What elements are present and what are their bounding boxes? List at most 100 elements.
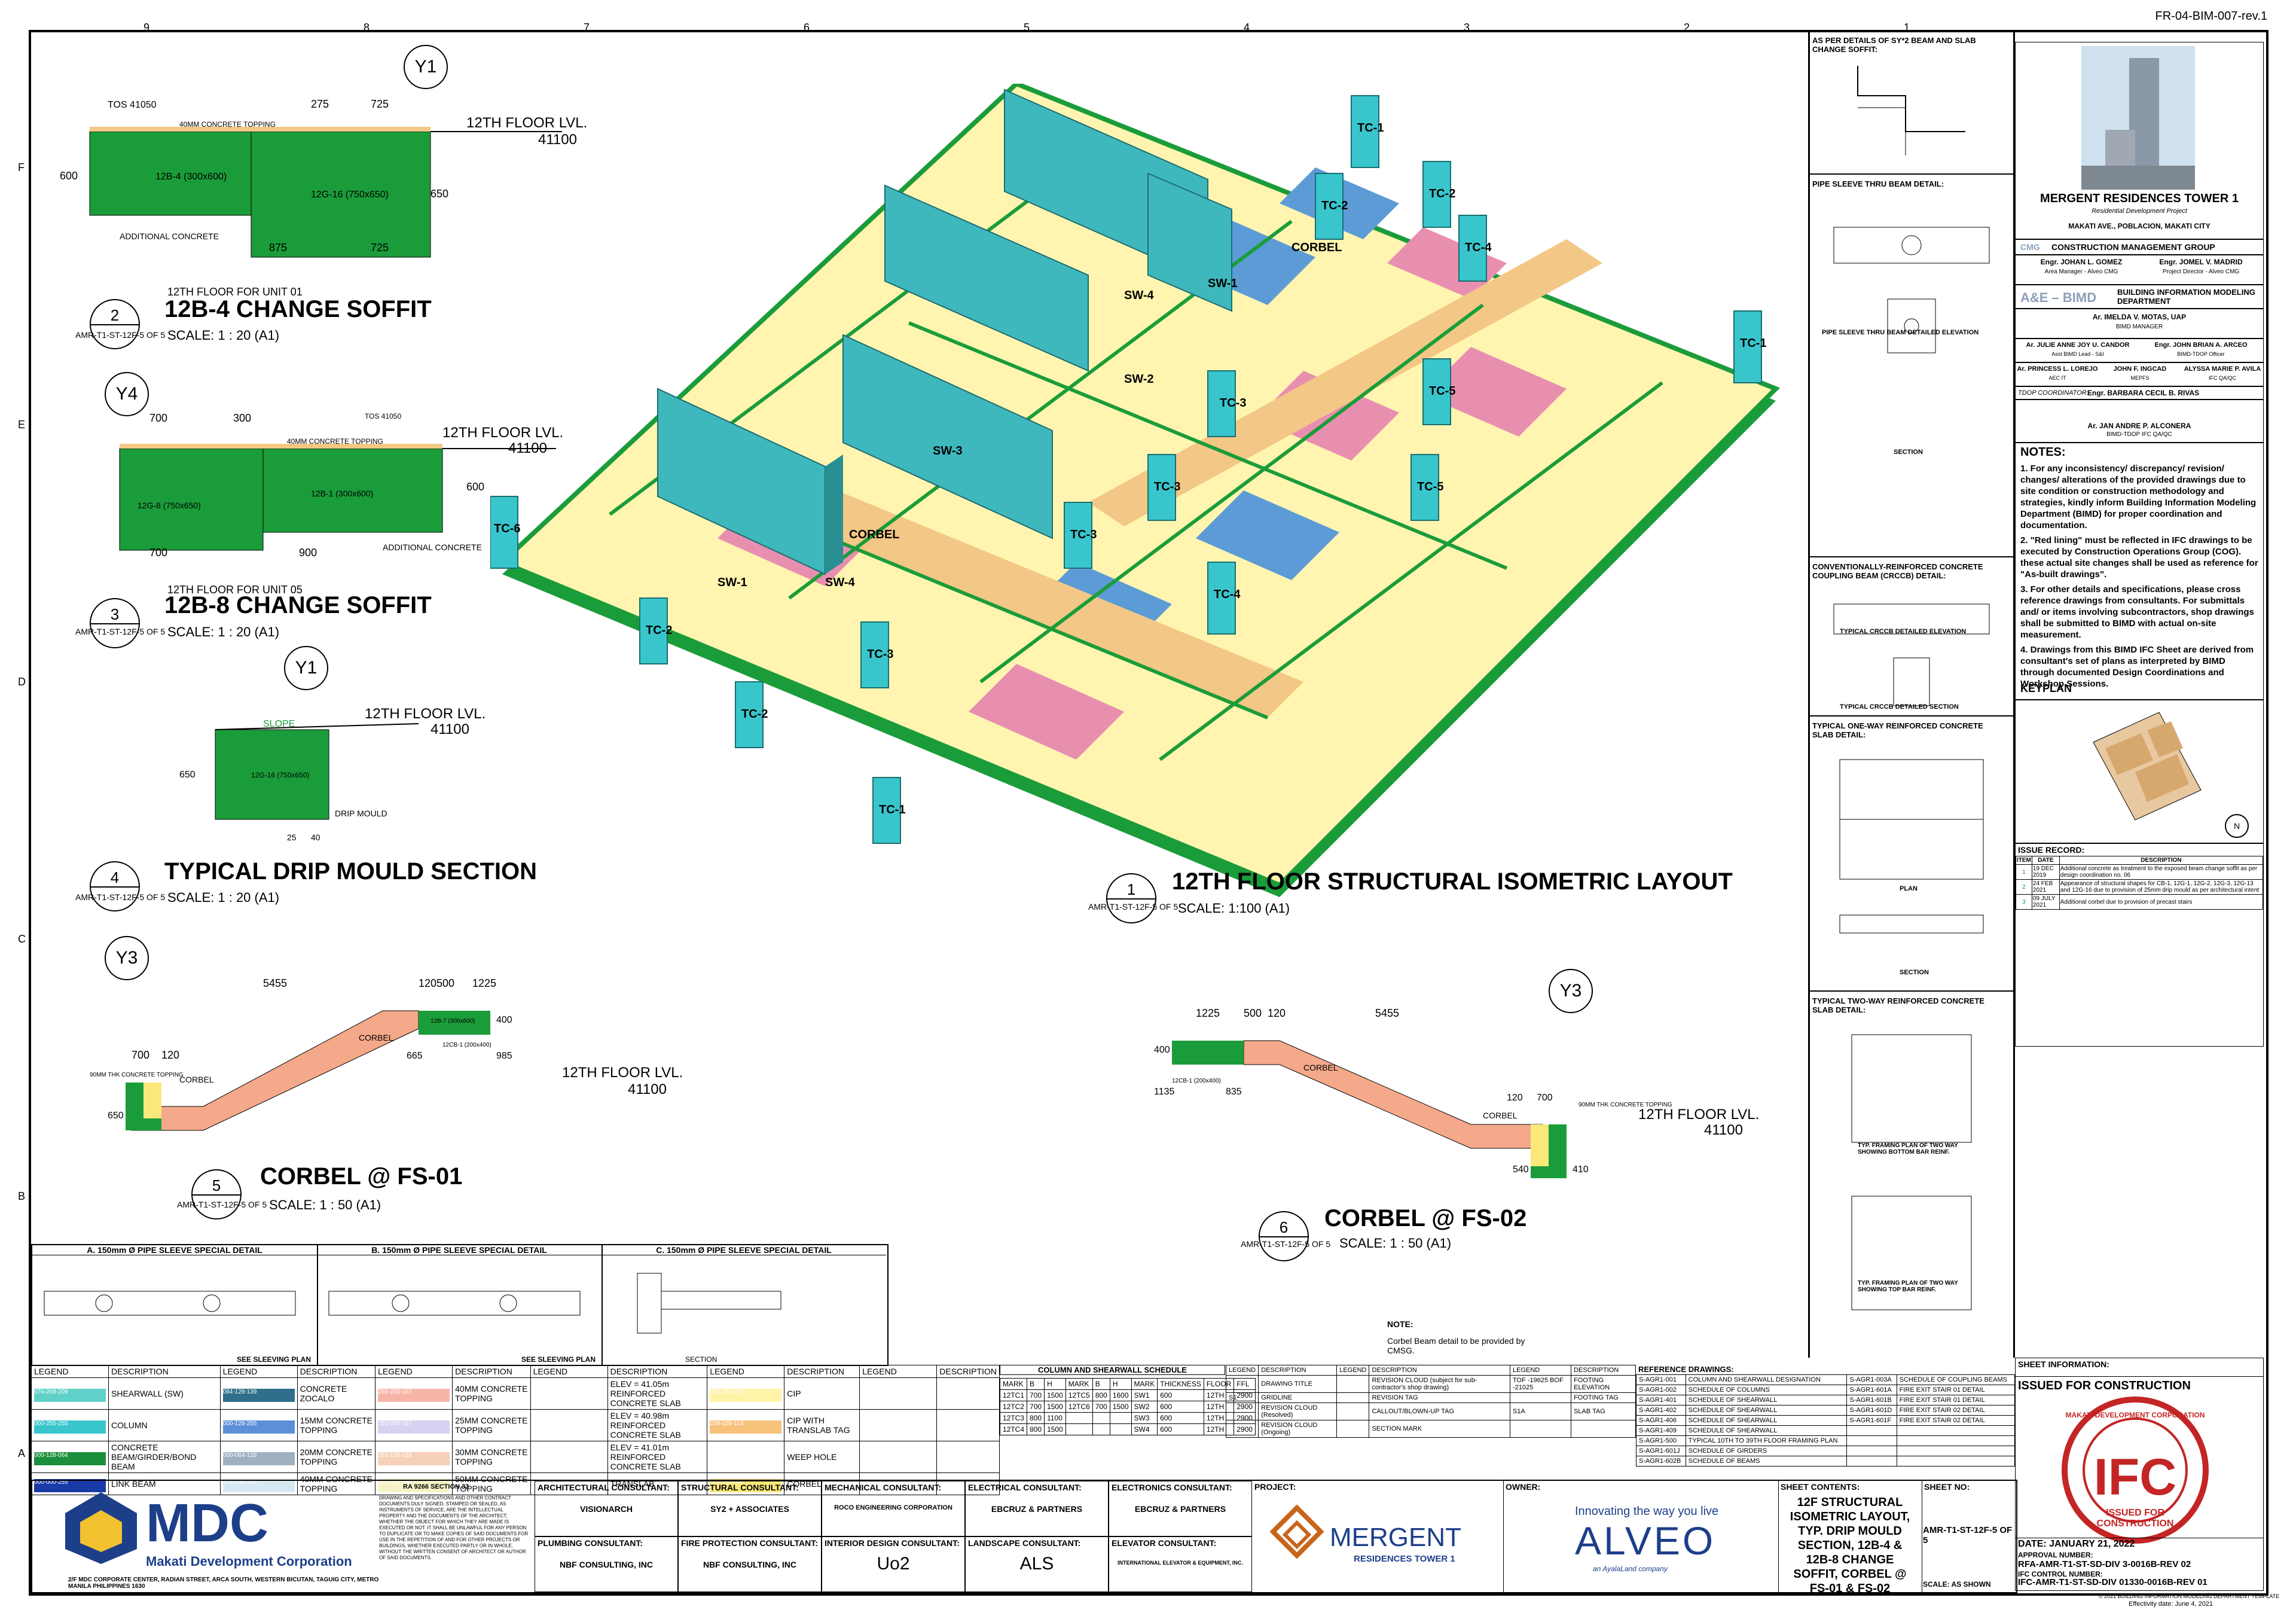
legend-description: WEEP HOLE (784, 1441, 860, 1473)
svg-text:5455: 5455 (1375, 1007, 1399, 1019)
consultants-block: ARCHITECTURAL CONSULTANT:VISIONARCH STRU… (535, 1481, 1252, 1592)
tag-tc: TC-1 (879, 803, 905, 816)
detail-4-scale: SCALE: 1 : 20 (A1) (167, 890, 280, 905)
level-label: 12TH FLOOR LVL. (365, 706, 486, 722)
svg-text:TOS 41050: TOS 41050 (365, 412, 401, 420)
svg-text:40MM CONCRETE TOPPING: 40MM CONCRETE TOPPING (287, 437, 383, 446)
tdop-coordinator: TDOP COORDINATOR: Engr. BARBARA CECIL B.… (2015, 386, 2264, 400)
detail-3-drawing: 700 300 700 900 600 40MM CONCRETE TOPPIN… (119, 412, 556, 559)
legend-description: SHEARWALL (SW) (108, 1377, 221, 1410)
legend-header: LEGEND (31, 1365, 109, 1378)
detail-3-ref: AMR-T1-ST-12F-5 OF 5 (75, 627, 166, 636)
tag-tc: TC-5 (1429, 385, 1455, 398)
svg-text:12B-7 (300x600): 12B-7 (300x600) (430, 1018, 475, 1025)
grid-label-top: 7 (584, 22, 590, 33)
svg-text:1225: 1225 (1196, 1007, 1220, 1019)
svg-text:5455: 5455 (263, 977, 287, 989)
detail-5-drawing: 5455 120 500 1225 700 120 400 665 985 65… (90, 977, 512, 1131)
svg-text:CORBEL: CORBEL (359, 1033, 393, 1042)
mdc-logo-icon (65, 1492, 137, 1564)
legend-swatch: 255-255-000 (710, 1478, 782, 1492)
notes-box: NOTES: 1. For any inconsistency/ discrep… (2015, 443, 2264, 700)
legend-swatch: 076-209-209 (34, 1388, 106, 1402)
svg-text:665: 665 (407, 1051, 423, 1061)
schedule-title: COLUMN AND SHEARWALL SCHEDULE (1000, 1365, 1225, 1375)
svg-text:CORBEL: CORBEL (1303, 1063, 1338, 1072)
svg-text:725: 725 (371, 242, 389, 254)
detail-number-4: 4 (90, 861, 140, 911)
level-elev: 41100 (430, 721, 469, 737)
legend-description: 30MM CONCRETE TOPPING (452, 1441, 531, 1473)
note-item: 1. For any inconsistency/ discrepancy/ r… (2020, 464, 2257, 530)
legend-swatch: WP (710, 1452, 782, 1465)
detail-2-ref: AMR-T1-ST-12F-5 OF 5 (75, 330, 166, 340)
level-label: 12TH FLOOR LVL. (466, 115, 588, 131)
detail-number-6: 6 (1259, 1211, 1309, 1261)
svg-text:12CB-1 (200x400): 12CB-1 (200x400) (442, 1042, 491, 1048)
tag-tc: TC-2 (741, 708, 768, 721)
legend-swatch (533, 1386, 605, 1400)
svg-text:12B-4 (300x600): 12B-4 (300x600) (155, 172, 227, 182)
level-label: 12TH FLOOR LVL. (562, 1065, 683, 1081)
svg-text:120: 120 (419, 977, 436, 989)
project-name: MERGENT RESIDENCES TOWER 1 (2040, 192, 2239, 205)
legend-description: 40MM CONCRETE TOPPING (452, 1377, 531, 1410)
qa-officer: Ar. JAN ANDRE P. ALCONERA BIMD-TDOP IFC … (2015, 400, 2264, 443)
legend-swatch: 255-255-167 (710, 1388, 782, 1402)
sheet-number: SHEET NO: AMR-T1-ST-12F-5 OF 5 SCALE: AS… (1923, 1482, 2013, 1589)
grid-bubble: Y3 (105, 936, 149, 980)
sheet-information: SHEET INFORMATION: ISSUED FOR CONSTRUCTI… (2015, 1358, 2264, 1591)
tag-sw: SW-4 (825, 576, 855, 589)
svg-text:700: 700 (149, 547, 167, 559)
svg-text:600: 600 (466, 481, 484, 493)
stamp-ring-text: MAKATI DEVELOPMENT CORPORATION (2065, 1411, 2205, 1419)
svg-text:ADDITIONAL CONCRETE: ADDITIONAL CONCRETE (383, 542, 482, 552)
svg-text:400: 400 (1154, 1045, 1170, 1055)
grid-bubble: Y4 (105, 372, 149, 416)
legend-swatch (533, 1417, 605, 1431)
grid-label-top: 1 (1904, 22, 1910, 33)
legend-header: LEGEND (530, 1365, 608, 1378)
legend-description: CIP WITH TRANSLAB TAG (784, 1409, 860, 1441)
grid-label-top: 3 (1464, 22, 1470, 33)
tag-tc: TC-3 (1070, 528, 1097, 541)
level-elev: 41100 (538, 132, 577, 148)
level-elev: 41100 (628, 1081, 667, 1097)
svg-text:875: 875 (269, 242, 287, 254)
detail-6-title: CORBEL @ FS-02 (1324, 1205, 1527, 1231)
grid-label-side: F (18, 161, 25, 173)
tag-corbel: CORBEL (849, 528, 899, 541)
svg-text:90MM THK CONCRETE TOPPING: 90MM THK CONCRETE TOPPING (90, 1072, 184, 1078)
svg-text:540: 540 (1513, 1164, 1529, 1175)
tag-tc: TC-6 (494, 522, 520, 535)
svg-text:700: 700 (149, 412, 167, 424)
detail-2-scale: SCALE: 1 : 20 (A1) (167, 328, 280, 343)
topping-patch (969, 664, 1124, 760)
tag-tc: TC-1 (1357, 121, 1384, 135)
svg-text:DRIP MOULD: DRIP MOULD (335, 809, 387, 818)
sheet-reference: FR-04-BIM-007-rev.1 (2155, 10, 2267, 23)
stamp-ifc-text: IFC (2093, 1449, 2177, 1506)
tag-tc: TC-1 (1740, 337, 1766, 350)
legend-description: ELEV = 41.05m REINFORCED CONCRETE SLAB (607, 1377, 708, 1410)
legend-header: LEGEND (859, 1365, 938, 1378)
svg-text:835: 835 (1226, 1087, 1242, 1097)
ifc-stamp (2062, 1397, 2209, 1544)
references-title: REFERENCE DRAWINGS: (1638, 1365, 1734, 1374)
svg-text:90MM THK CONCRETE TOPPING: 90MM THK CONCRETE TOPPING (1578, 1102, 1672, 1108)
legend-swatch: 000-128-255 (222, 1420, 295, 1434)
main-view-scale: SCALE: 1:100 (A1) (1178, 901, 1290, 916)
cmg-people: Engr. JOHAN L. GOMEZ Area Manager - Alve… (2015, 255, 2264, 285)
legend-description: CONCRETE ZOCALO (297, 1377, 376, 1410)
grid-label-side: D (18, 676, 26, 688)
svg-text:700: 700 (1537, 1093, 1553, 1103)
legend-description: ELEV = 40.98m REINFORCED CONCRETE SLAB (607, 1409, 708, 1441)
tag-tc: TC-4 (1465, 241, 1492, 254)
grid-label-top: 6 (804, 22, 810, 33)
